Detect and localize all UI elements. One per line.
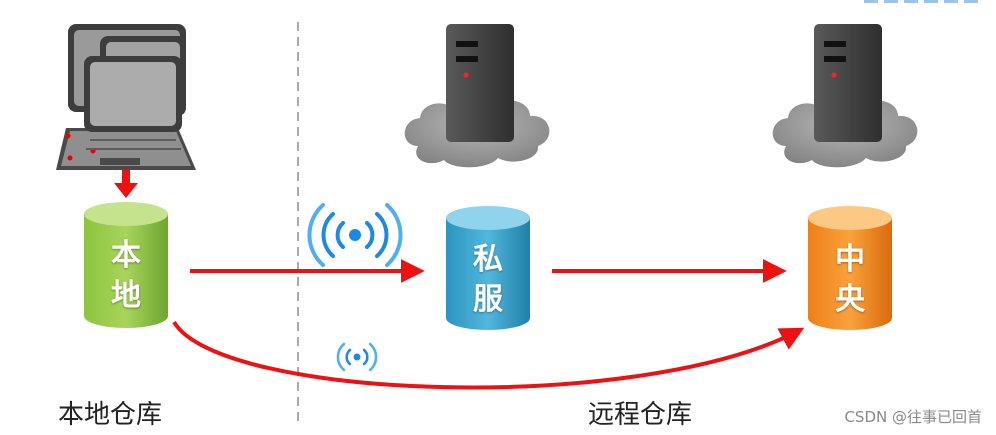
server-tower-icon (446, 24, 514, 142)
central-db-cylinder (808, 206, 892, 330)
local-db-label: 本地 (111, 238, 141, 313)
top-decoration (864, 0, 978, 3)
private-db-label: 私服 (473, 242, 503, 317)
central-db-label: 中央 (835, 242, 865, 317)
server-tower-icon (814, 24, 882, 142)
download-arrow (114, 170, 138, 198)
private-db-cylinder (446, 206, 530, 330)
local-db-cylinder (84, 202, 168, 328)
computer-stack-icon (56, 24, 196, 170)
arrow-local-to-central (172, 320, 805, 390)
wireless-signal-icon (307, 203, 403, 267)
watermark: CSDN @往事已回首 (844, 408, 982, 426)
wireless-signal-icon (336, 342, 378, 372)
local-repo-title: 本地仓库 (58, 400, 163, 430)
remote-repo-title: 远程仓库 (588, 400, 693, 430)
